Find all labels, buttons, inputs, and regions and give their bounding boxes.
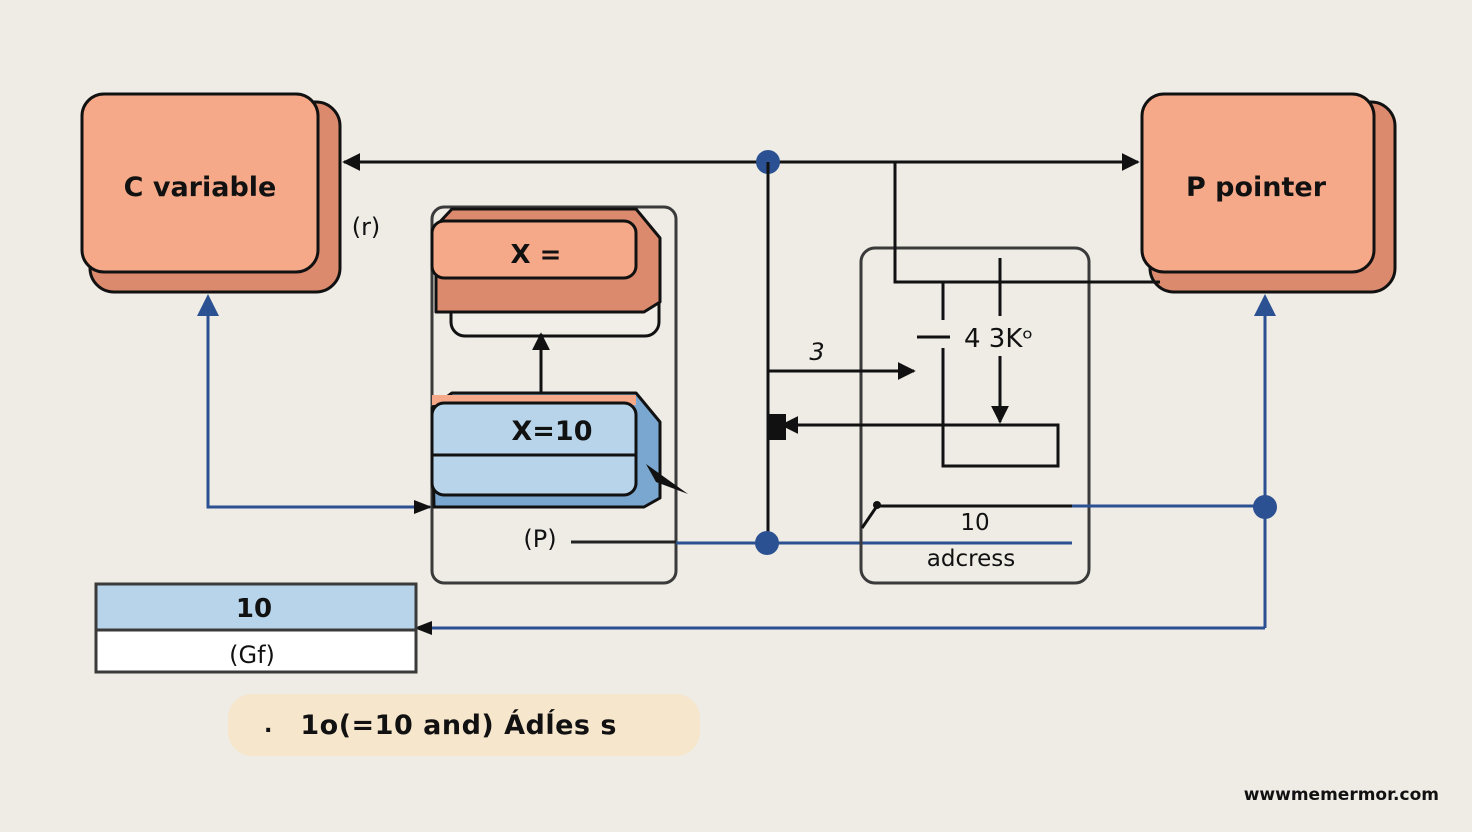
memory-cell[interactable]: 10 (Gf) [94,582,418,674]
c-variable-up-arrow-icon [197,294,219,316]
caption-text: 1o(=10 and) Ádĺes s [300,709,617,741]
x-value-label: X=10 [511,416,592,447]
memory-cell-name: (Gf) [229,641,275,669]
bus-to-pointer-connector [893,162,1160,284]
c-variable-annotation: (r) [352,213,381,241]
bottom-junction-node [755,531,779,555]
circuit-label-43k: 4 3Kᵒ [964,324,1033,354]
circuit-label-3: 3 [809,338,824,366]
p-pointer-label: P pointer [1186,172,1327,203]
p-pointer-node[interactable]: P pointer [1140,92,1397,294]
c-variable-label: C variable [124,172,277,203]
address-switch [860,505,879,529]
address-container [859,246,1091,585]
bus-terminal-icon [768,414,786,440]
address-value: 10 [960,510,989,536]
memory-cell-value: 10 [236,594,272,624]
pointer-tip-icon [646,464,688,494]
x-value-node[interactable]: X=10 [430,391,662,509]
x-assign-label: X = [511,240,562,270]
caption-banner: . 1o(=10 and) Ádĺes s [228,694,700,756]
x-value-in-arrow-icon [414,500,432,514]
circuit-box [941,423,1060,468]
c-variable-node[interactable]: C variable [80,92,342,294]
right-junction-node [1253,495,1277,519]
x-assign-node[interactable]: X = [430,207,662,338]
address-label: adcress [927,546,1015,572]
memory-in-arrow-icon [414,621,432,635]
caption-bullet: . [264,712,273,738]
c-to-x-connector [206,298,430,509]
p-label: (P) [523,525,556,553]
address-switch-dot [873,501,881,509]
footer-url[interactable]: wwwmemermor.com [1243,785,1439,805]
pointer-up-arrow-icon [1254,294,1276,316]
